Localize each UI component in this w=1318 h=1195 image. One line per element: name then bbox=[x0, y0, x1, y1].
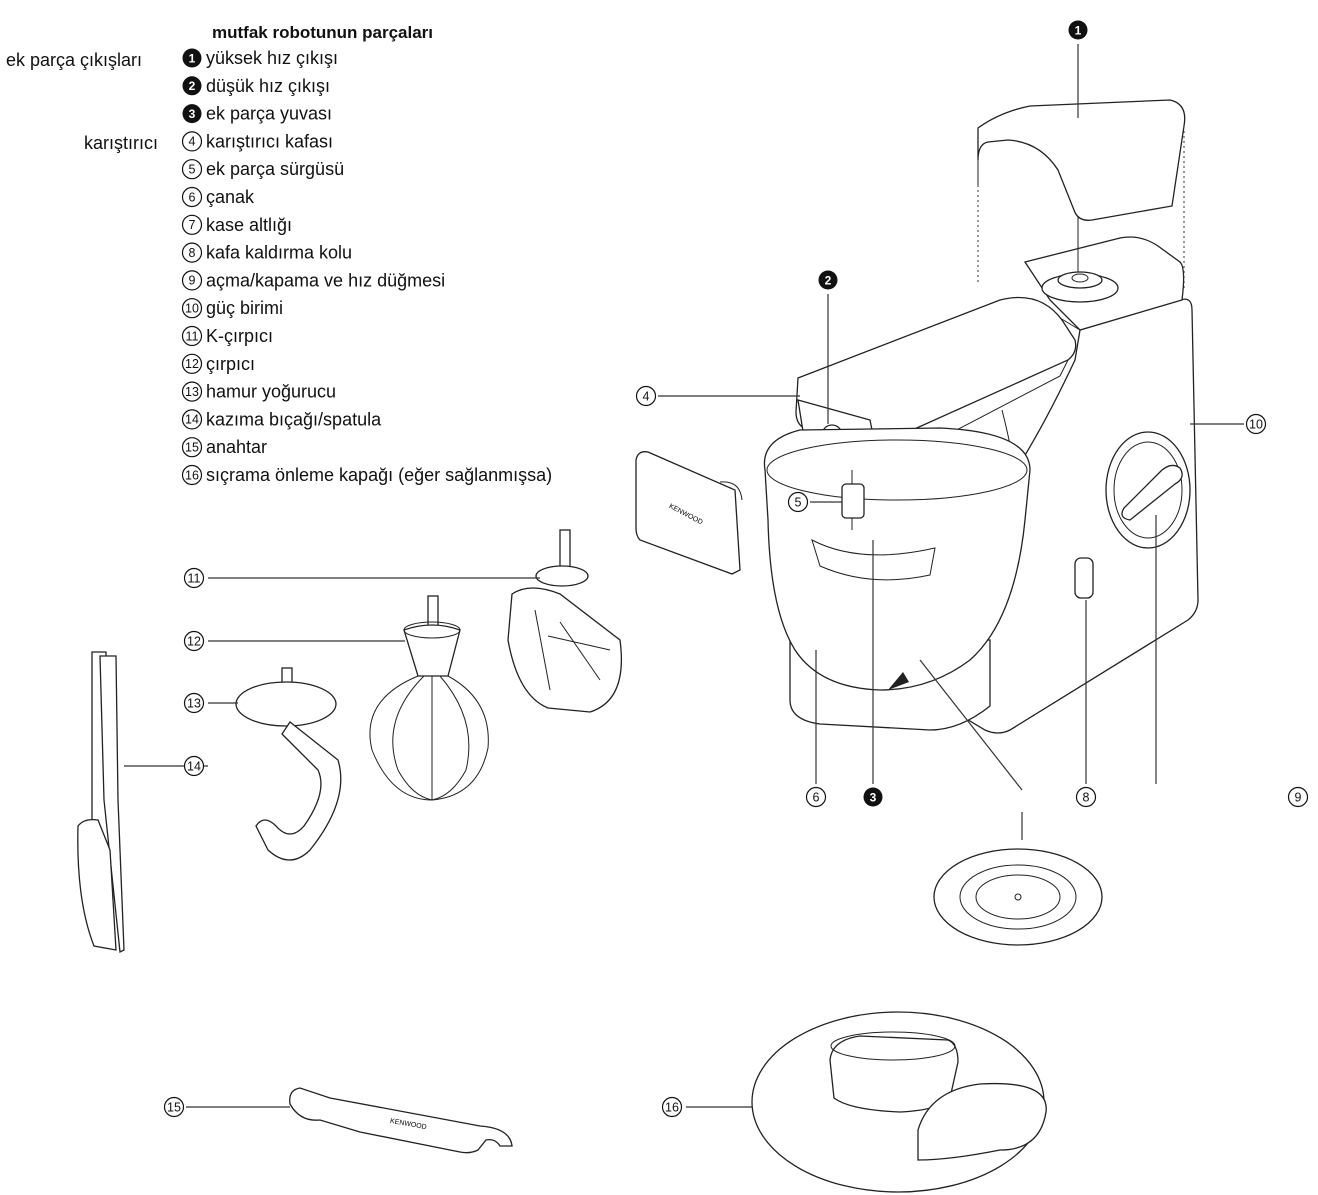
splash-guard bbox=[751, 1011, 1047, 1193]
svg-text:16: 16 bbox=[185, 468, 199, 482]
svg-text:16: 16 bbox=[665, 1100, 679, 1114]
legend-label-2: düşük hız çıkışı bbox=[206, 76, 330, 96]
svg-text:13: 13 bbox=[187, 696, 201, 710]
legend-label-15: anahtar bbox=[206, 437, 267, 457]
callout-3: 3 bbox=[863, 787, 883, 807]
legend-label-5: ek parça sürgüsü bbox=[206, 159, 344, 179]
svg-text:10: 10 bbox=[185, 302, 199, 316]
k-beater bbox=[507, 529, 623, 713]
svg-text:4: 4 bbox=[189, 135, 196, 149]
svg-text:11: 11 bbox=[188, 571, 201, 585]
legend-label-3: ek parça yuvası bbox=[206, 104, 332, 124]
legend-marker-13: 13 bbox=[181, 381, 203, 402]
dough-hook bbox=[235, 667, 342, 861]
legend-label-7: kase altlığı bbox=[206, 215, 292, 235]
svg-text:5: 5 bbox=[189, 163, 196, 177]
outlet-cover bbox=[977, 99, 1186, 290]
callout-6: 6 bbox=[805, 786, 827, 808]
spanner: KENWOOD bbox=[289, 1087, 513, 1154]
whisk bbox=[369, 595, 489, 801]
svg-text:4: 4 bbox=[643, 389, 650, 403]
bowl bbox=[763, 427, 1031, 731]
legend-label-16: sıçrama önleme kapağı (eğer sağlanmışsa) bbox=[206, 465, 552, 485]
callout-9: 9 bbox=[1287, 786, 1309, 808]
group-label-mixer: karıştırıcı bbox=[84, 133, 158, 153]
callout-12: 12 bbox=[183, 630, 205, 652]
callout-13: 13 bbox=[183, 692, 205, 714]
svg-text:6: 6 bbox=[813, 790, 820, 804]
leader-lines bbox=[124, 44, 1244, 1108]
svg-text:8: 8 bbox=[189, 246, 196, 260]
legend-marker-2: 2 bbox=[182, 76, 202, 96]
svg-text:8: 8 bbox=[1083, 790, 1090, 804]
legend-label-12: çırpıcı bbox=[206, 354, 255, 374]
callout-2: 2 bbox=[818, 270, 838, 290]
legend-marker-10: 10 bbox=[181, 298, 203, 319]
callout-11: 11 bbox=[183, 567, 205, 589]
svg-text:2: 2 bbox=[189, 79, 196, 93]
legend-label-11: K-çırpıcı bbox=[206, 326, 273, 346]
svg-text:14: 14 bbox=[187, 759, 201, 773]
callout-5: 5 bbox=[787, 491, 809, 513]
svg-text:1: 1 bbox=[1075, 23, 1082, 37]
legend-label-14: kazıma bıçağı/spatula bbox=[206, 409, 382, 429]
svg-text:5: 5 bbox=[795, 495, 802, 509]
legend-label-6: çanak bbox=[206, 187, 255, 207]
legend-label-4: karıştırıcı kafası bbox=[206, 131, 333, 151]
svg-text:14: 14 bbox=[185, 413, 199, 427]
callout-15: 15 bbox=[163, 1096, 185, 1118]
head-lift-lever bbox=[1074, 557, 1094, 599]
callout-8: 8 bbox=[1075, 786, 1097, 808]
callout-14: 14 bbox=[183, 755, 205, 777]
svg-text:3: 3 bbox=[870, 790, 877, 804]
svg-text:15: 15 bbox=[167, 1100, 181, 1114]
svg-text:12: 12 bbox=[187, 634, 201, 648]
legend-label-10: güç birimi bbox=[206, 298, 283, 318]
speed-dial bbox=[1105, 431, 1191, 549]
svg-text:11: 11 bbox=[186, 329, 199, 343]
power-unit bbox=[934, 210, 1199, 734]
legend-marker-4: 4 bbox=[181, 131, 203, 152]
legend-marker-16: 16 bbox=[181, 464, 203, 486]
callout-1: 1 bbox=[1068, 20, 1088, 40]
callout-16: 16 bbox=[661, 1096, 683, 1118]
legend-label-9: açma/kapama ve hız düğmesi bbox=[206, 270, 445, 290]
legend-label-8: kafa kaldırma kolu bbox=[206, 243, 352, 263]
callout-4: 4 bbox=[635, 385, 657, 407]
svg-text:2: 2 bbox=[825, 273, 832, 287]
legend-label-13: hamur yoğurucu bbox=[206, 382, 336, 402]
svg-text:12: 12 bbox=[185, 357, 199, 371]
legend-marker-5: 5 bbox=[181, 159, 203, 180]
legend-marker-15: 15 bbox=[181, 437, 203, 458]
legend-marker-7: 7 bbox=[181, 214, 203, 235]
spatula bbox=[77, 651, 125, 954]
bowl-base bbox=[888, 659, 1103, 946]
svg-text:9: 9 bbox=[189, 274, 196, 288]
high-speed-outlet bbox=[1041, 210, 1119, 303]
legend-marker-11: 11 bbox=[181, 325, 203, 347]
legend-marker-1: 1 bbox=[182, 48, 202, 68]
svg-text:10: 10 bbox=[1249, 417, 1263, 431]
svg-text:13: 13 bbox=[185, 385, 199, 399]
legend-marker-8: 8 bbox=[181, 242, 203, 263]
svg-text:1: 1 bbox=[189, 51, 196, 65]
legend: mutfak robotunun parçaları ek parça çıkı… bbox=[6, 23, 552, 486]
svg-text:7: 7 bbox=[189, 218, 196, 232]
splash-pour-piece: KENWOOD bbox=[635, 451, 743, 575]
legend-label-1: yüksek hız çıkışı bbox=[206, 48, 338, 68]
legend-marker-14: 14 bbox=[181, 409, 203, 430]
legend-marker-6: 6 bbox=[181, 186, 203, 208]
svg-text:6: 6 bbox=[189, 190, 196, 204]
callout-10: 10 bbox=[1245, 413, 1267, 435]
group-label-outlets: ek parça çıkışları bbox=[6, 50, 142, 70]
legend-marker-3: 3 bbox=[182, 104, 202, 124]
legend-marker-12: 12 bbox=[181, 353, 203, 374]
svg-text:3: 3 bbox=[189, 107, 196, 121]
svg-text:9: 9 bbox=[1295, 790, 1302, 804]
svg-text:15: 15 bbox=[185, 441, 199, 455]
legend-marker-9: 9 bbox=[181, 270, 203, 291]
legend-title: mutfak robotunun parçaları bbox=[212, 23, 433, 42]
